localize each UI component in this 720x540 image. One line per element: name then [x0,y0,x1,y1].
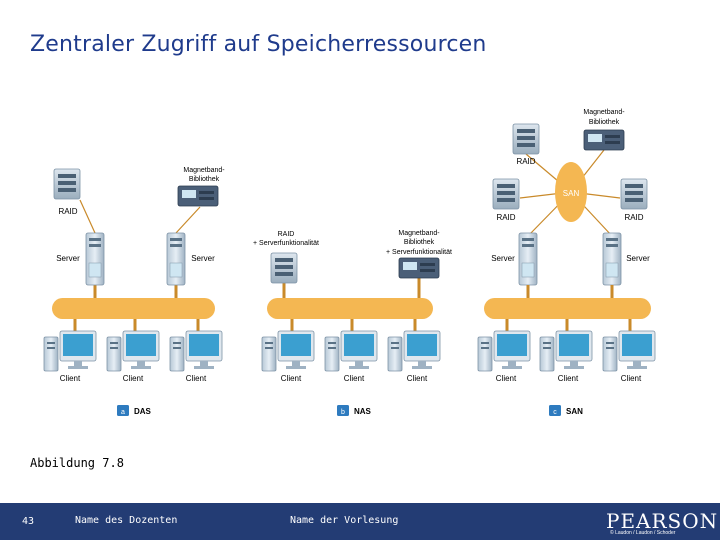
das-client-3-label: Client [186,374,207,383]
san-client-2 [540,331,592,371]
san-server-left-label: Server [491,254,515,263]
page-number: 43 [22,516,34,527]
san-tape-label-2: Bibliothek [589,119,620,126]
san-raid-top-label: RAID [516,157,535,166]
das-client-1 [44,331,96,371]
das-section: RAID Magnetband- Bibliothek Server Serve… [44,167,225,416]
san-hub-label: SAN [563,189,580,198]
course-name: Name der Vorlesung [290,515,398,526]
lecturer-name: Name des Dozenten [75,515,177,526]
nas-client-2-label: Client [344,374,365,383]
das-tape-library [178,186,218,206]
nas-tape-library [399,258,439,278]
san-raid-right-label: RAID [624,213,643,222]
san-raid-right [621,179,647,209]
das-client-3 [170,331,222,371]
das-server-left [86,233,104,285]
das-tape-label-2: Bibliothek [189,176,220,183]
nas-raid [271,253,297,283]
das-bus [52,298,215,319]
nas-tape-label-1: Magnetband- [398,230,440,237]
san-raid-left [493,179,519,209]
nas-client-3 [388,331,440,371]
nas-bus [267,298,433,319]
san-client-3-label: Client [621,374,642,383]
das-client-1-label: Client [60,374,81,383]
nas-raid-label-2: + Serverfunktionalität [253,240,319,247]
san-badge-letter: c [553,409,557,416]
copyright-text: © Laudon / Laudon / Schoder [610,530,675,536]
das-link-tape-server [176,207,200,233]
das-tape-label-1: Magnetband- [183,167,225,174]
san-section: SAN RAID Magnetband- Bibliothek RAID RAI… [478,109,655,416]
das-badge-letter: a [121,409,125,416]
san-legend-label: SAN [566,407,583,416]
san-client-2-label: Client [558,374,579,383]
das-client-2-label: Client [123,374,144,383]
das-server-right [167,233,185,285]
figure-caption: Abbildung 7.8 [30,456,124,470]
das-server-right-label: Server [191,254,215,263]
nas-client-2 [325,331,377,371]
san-server-left [519,233,537,285]
das-server-left-label: Server [56,254,80,263]
san-bus [484,298,651,319]
das-link-raid-server [80,200,95,233]
san-client-1-label: Client [496,374,517,383]
nas-client-1-label: Client [281,374,302,383]
nas-badge-letter: b [341,409,345,416]
nas-tape-label-3: + Serverfunktionalität [386,249,452,256]
nas-legend-label: NAS [354,407,372,416]
san-server-right-label: Server [626,254,650,263]
das-client-2 [107,331,159,371]
nas-raid-label-1: RAID [278,231,295,238]
san-client-3 [603,331,655,371]
das-legend-label: DAS [134,407,152,416]
nas-tape-label-2: Bibliothek [404,239,435,246]
nas-section: RAID + Serverfunktionalität Magnetband- … [253,230,452,416]
nas-client-3-label: Client [407,374,428,383]
san-raid-top [513,124,539,154]
nas-client-1 [262,331,314,371]
das-raid [54,169,80,199]
das-raid-label: RAID [58,207,77,216]
san-raid-left-label: RAID [496,213,515,222]
san-tape-label-1: Magnetband- [583,109,625,116]
footer-bar: 43 Name des Dozenten Name der Vorlesung … [0,503,720,540]
storage-diagram: RAID Magnetband- Bibliothek Server Serve… [0,0,720,440]
san-client-1 [478,331,530,371]
san-tape-library [584,130,624,150]
san-server-right [603,233,621,285]
